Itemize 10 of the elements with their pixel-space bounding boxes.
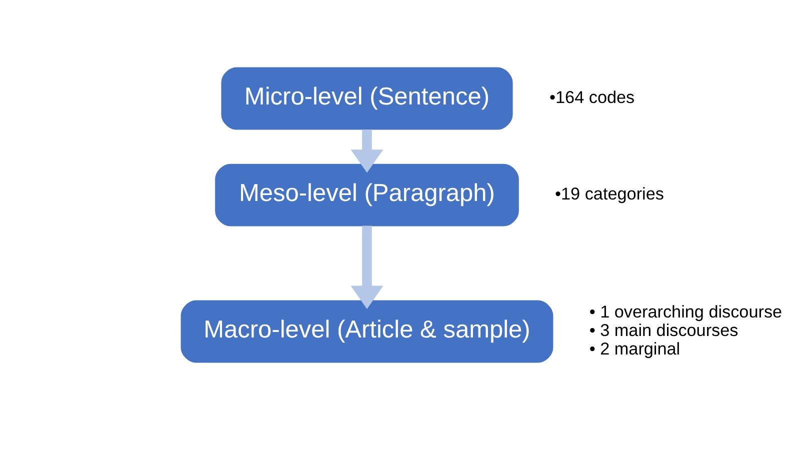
node-box: Micro-level (Sentence) [221, 67, 513, 130]
arrow [350, 226, 384, 310]
node-box: Meso-level (Paragraph) [215, 164, 519, 226]
node-label: • 2 marginal [589, 338, 680, 358]
node-box: Macro-level (Article & sample) [180, 300, 554, 363]
node-label: •164 codes [550, 87, 635, 108]
node-label: • 3 main discourses [589, 320, 738, 340]
node-label: • 1 overarching discourse [589, 302, 782, 322]
arrow [350, 130, 384, 173]
node-label: •19 categories [555, 184, 664, 204]
